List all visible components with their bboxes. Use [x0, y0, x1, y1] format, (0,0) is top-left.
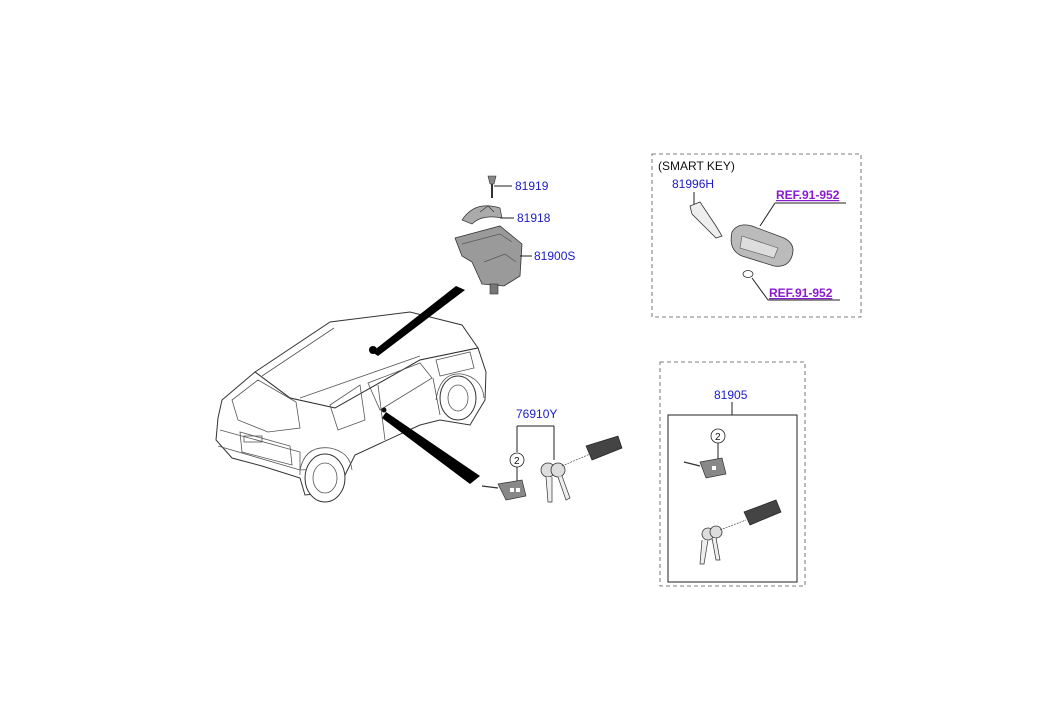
smart-key-title: (SMART KEY)	[658, 159, 735, 173]
box-81905-outer	[659, 361, 806, 587]
ref-battery-label: REF.91-952	[769, 286, 833, 300]
smart-key-fob-icon	[689, 201, 794, 278]
part-81919-label: 81919	[515, 179, 549, 193]
svg-text:2: 2	[715, 432, 721, 443]
key-set-icon	[481, 435, 623, 503]
ref-fob-label: REF.91-952	[776, 188, 840, 202]
box-81905-inner	[667, 414, 798, 583]
car-rear-view-icon	[215, 311, 487, 503]
part-81996h-label: 81996H	[672, 177, 714, 191]
part-76910y-label: 76910Y	[516, 407, 557, 421]
part-81900s-label: 81900S	[534, 249, 575, 263]
smart-key-box	[651, 153, 862, 318]
leader-wedge-ignition	[372, 286, 465, 356]
svg-text:2: 2	[514, 456, 520, 467]
leader-wedge-door	[382, 412, 480, 484]
callout-2-left: 2	[509, 452, 525, 468]
key-set-replacement-icon	[683, 457, 782, 565]
ignition-lock-assembly-icon	[454, 175, 523, 295]
part-81905-label: 81905	[714, 388, 748, 402]
part-81918-label: 81918	[517, 211, 551, 225]
callout-2-right: 2	[710, 428, 726, 444]
